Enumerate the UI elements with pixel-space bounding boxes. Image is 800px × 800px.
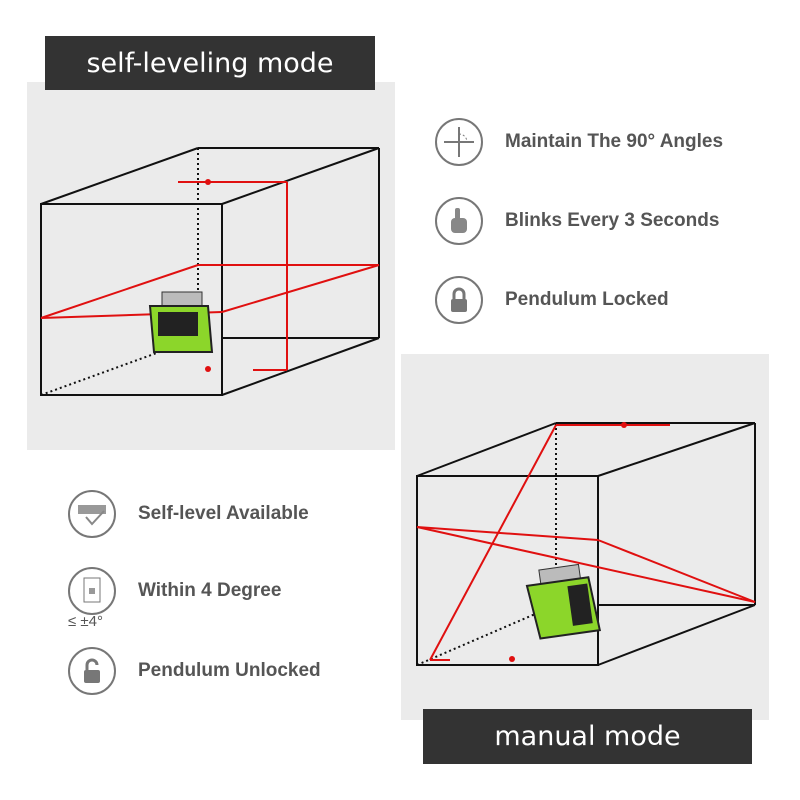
- feature-label: Maintain The 90° Angles: [505, 131, 724, 152]
- feature-within-4-degree: Within 4 Degree: [68, 567, 281, 615]
- manual-laser-lines: [416, 424, 756, 661]
- locked-padlock-icon: [435, 276, 483, 324]
- laser-dot: [205, 179, 211, 185]
- feature-label: Blinks Every 3 Seconds: [505, 210, 720, 231]
- feature-label: Within 4 Degree: [138, 580, 282, 601]
- feature-label: Pendulum Unlocked: [138, 660, 321, 681]
- laser-level-device: [148, 291, 214, 353]
- feature-maintain-angles: Maintain The 90° Angles: [435, 118, 723, 166]
- feature-self-level: Self-level Available: [68, 490, 309, 538]
- laser-dot: [205, 366, 211, 372]
- laser-dot: [509, 656, 515, 662]
- feature-label: Self-level Available: [138, 503, 309, 524]
- self-leveling-title: self-leveling mode: [45, 36, 375, 90]
- feature-pendulum-unlocked: Pendulum Unlocked: [68, 647, 321, 695]
- self-level-icon: [68, 490, 116, 538]
- feature-label: Pendulum Locked: [505, 289, 669, 310]
- feature-pendulum-locked: Pendulum Locked: [435, 276, 669, 324]
- manual-mode-title: manual mode: [423, 709, 752, 764]
- laser-dot: [621, 422, 627, 428]
- self-leveling-cube: [40, 147, 380, 396]
- tilt-range-note: ≤ ±4°: [68, 613, 103, 630]
- tilt-device-icon: [68, 567, 116, 615]
- unlocked-padlock-icon: [68, 647, 116, 695]
- feature-blinks: Blinks Every 3 Seconds: [435, 197, 719, 245]
- hand-tap-icon: [435, 197, 483, 245]
- laser-level-device-tilted: [525, 563, 602, 640]
- crosshair-angle-icon: [435, 118, 483, 166]
